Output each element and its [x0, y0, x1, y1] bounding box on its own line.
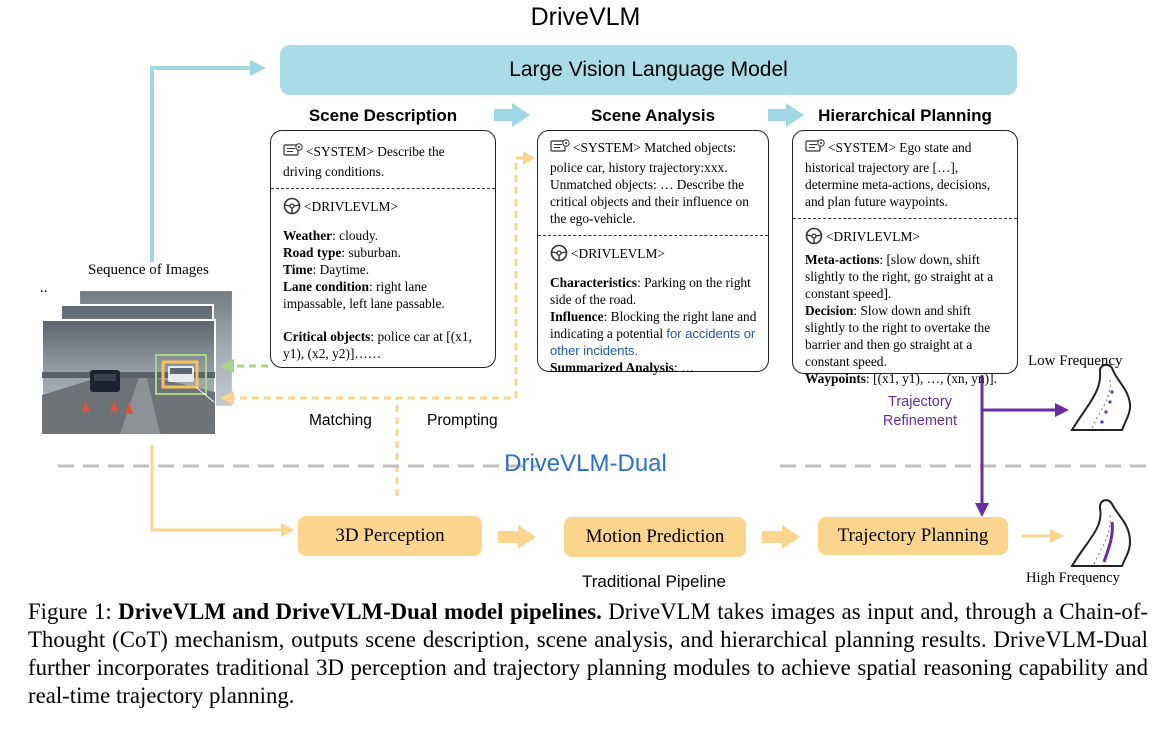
stage-title-planning: Hierarchical Planning: [818, 106, 992, 125]
pipeline-output-arrow: [1022, 529, 1064, 543]
meta-actions-key: Meta-actions: [805, 252, 880, 267]
steering-wheel-icon: [805, 227, 823, 249]
critical-objects-key: Critical objects: [283, 329, 371, 344]
summarized-analysis-value: : …: [673, 360, 695, 375]
model-tag: <DRIVLEVLM>: [826, 229, 920, 245]
low-frequency-label: Low Frequency: [1028, 353, 1123, 369]
diagram-title: DriveVLM: [530, 3, 641, 31]
weather-key: Weather: [283, 228, 333, 243]
stage-title-analysis: Scene Analysis: [590, 106, 716, 125]
refinement-arrows: [975, 375, 1069, 517]
panel-scene-analysis: <SYSTEM> Matched objects: police car, hi…: [537, 130, 769, 375]
characteristics-key: Characteristics: [550, 275, 638, 290]
influence-key: Influence: [550, 309, 604, 324]
model-response: <DRIVLEVLM> Meta-actions: [slow down, sh…: [793, 219, 1017, 393]
stage-arrow-1: [494, 103, 530, 127]
system-chat-icon: [283, 143, 303, 163]
system-text: Matched objects: police car, history tra…: [550, 140, 749, 226]
panel-scene-description: <SYSTEM> Describe the driving conditions…: [270, 130, 496, 368]
steering-wheel-icon: [550, 244, 568, 266]
critical-objects-value: : police car at [(x1, y1), (x2, y2)]……: [283, 329, 472, 361]
time-key: Time: [283, 262, 313, 277]
matching-label: Matching: [309, 412, 372, 429]
system-text: Describe the driving conditions.: [283, 144, 445, 179]
system-tag: <SYSTEM>: [306, 144, 374, 160]
steering-wheel-icon: [283, 197, 301, 219]
lane-condition-value: : right lane impassable, left lane passa…: [283, 279, 445, 311]
model-tag: <DRIVLEVLM>: [304, 199, 398, 215]
section-divider: [793, 218, 1017, 219]
box-motion-prediction: Motion Prediction: [564, 517, 746, 557]
weather-value: : cloudy.: [332, 228, 379, 243]
stage-arrow-2: [768, 103, 804, 127]
caption-prefix: Figure 1:: [28, 599, 119, 624]
cyan-input-arrow: [150, 60, 266, 262]
model-response: <DRIVLEVLM> Weather: cloudy. Road type: …: [271, 189, 495, 368]
caption-bold: DriveVLM and DriveVLM-Dual model pipelin…: [118, 599, 602, 624]
road-trajectory-icon-high: [1070, 499, 1132, 567]
pipeline-input-arrow: [150, 445, 294, 537]
dual-title: DriveVLM-Dual: [504, 450, 667, 477]
lvlm-bar: Large Vision Language Model: [280, 45, 1017, 95]
traditional-pipeline-label: Traditional Pipeline: [582, 572, 726, 591]
pipeline-arrow-1: [498, 525, 536, 549]
section-divider: [538, 235, 768, 236]
box-trajectory-planning: Trajectory Planning: [818, 517, 1008, 555]
system-chat-icon: [805, 139, 825, 159]
system-prompt: <SYSTEM> Ego state and historical trajec…: [793, 131, 1017, 218]
system-tag: <SYSTEM>: [573, 140, 641, 156]
system-chat-icon: [550, 139, 570, 159]
system-prompt: <SYSTEM> Describe the driving conditions…: [271, 131, 495, 188]
decision-key: Decision: [805, 303, 854, 318]
refinement-label-line2: Refinement: [882, 413, 958, 429]
caption-text: DriveVLM takes images as input and, thro…: [28, 599, 1149, 708]
model-tag: <DRIVLEVLM>: [571, 246, 665, 262]
model-response: <DRIVLEVLM> Characteristics: Parking on …: [538, 236, 768, 382]
prompting-label: Prompting: [427, 412, 498, 429]
summarized-analysis-key: Summarized Analysis: [550, 360, 674, 375]
waypoints-value: : [(x1, y1), …, (xn, yn)].: [866, 371, 997, 386]
image-sequence-stack: [41, 290, 233, 435]
time-value: : Daytime.: [312, 262, 370, 277]
high-frequency-label: High Frequency: [1026, 570, 1120, 586]
box-3d-perception: 3D Perception: [298, 516, 482, 556]
meta-actions-value: : [slow down, shift slightly to the righ…: [805, 252, 994, 301]
system-text: Ego state and historical trajectory are …: [805, 140, 991, 209]
stage-title-description: Scene Description: [308, 106, 458, 125]
prompting-arrows: [220, 151, 535, 496]
sequence-label: Sequence of Images: [88, 262, 209, 278]
decision-value: : Slow down and shift slightly to the ri…: [805, 303, 991, 369]
influence-highlight: for accidents or other incidents.: [550, 326, 756, 358]
figure-caption: Figure 1: DriveVLM and DriveVLM-Dual mod…: [28, 598, 1148, 710]
sequence-ellipsis: ..: [40, 280, 48, 296]
refinement-label: Trajectory Refinement: [868, 393, 972, 431]
road-type-key: Road type: [283, 245, 342, 260]
influence-value: : Blocking the right lane and indicating…: [550, 309, 757, 341]
system-tag: <SYSTEM>: [828, 140, 896, 156]
refinement-label-line1: Trajectory: [888, 394, 952, 410]
section-divider: [271, 188, 495, 189]
lane-condition-key: Lane condition: [283, 279, 369, 294]
system-prompt: <SYSTEM> Matched objects: police car, hi…: [538, 131, 768, 235]
road-trajectory-icon-low: [1070, 363, 1132, 431]
characteristics-value: : Parking on the right side of the road.: [550, 275, 751, 307]
panel-hierarchical-planning: <SYSTEM> Ego state and historical trajec…: [792, 130, 1018, 386]
road-type-value: : suburban.: [341, 245, 401, 260]
matching-arrow: [220, 359, 268, 373]
waypoints-key: Waypoints: [805, 371, 867, 386]
pipeline-arrow-2: [762, 525, 800, 549]
